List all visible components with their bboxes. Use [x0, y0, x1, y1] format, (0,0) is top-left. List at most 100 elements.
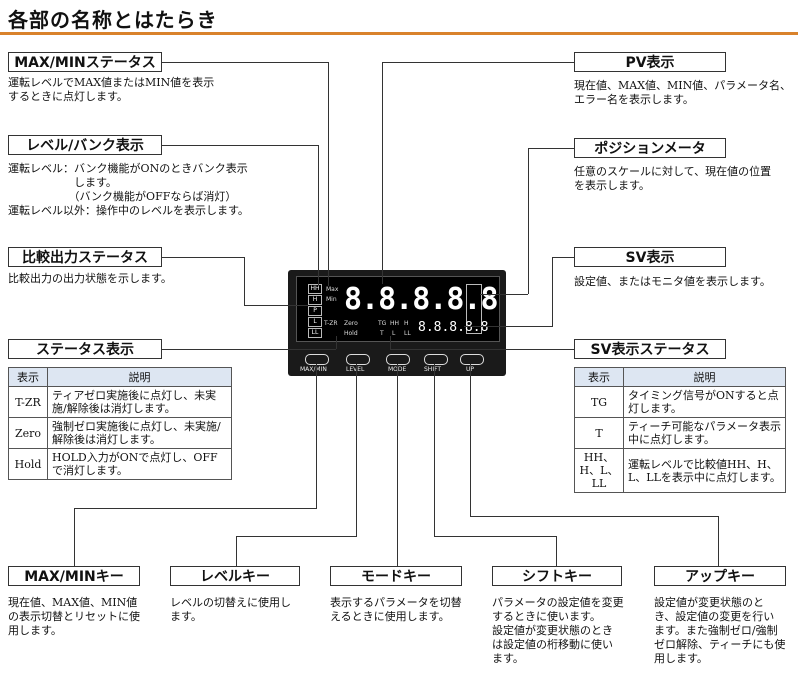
- sv-indicator-hh: HH: [390, 320, 400, 327]
- label-sv: SV表示: [574, 247, 726, 267]
- leader-maxmin-key: [74, 508, 317, 509]
- desc-maxmin-status: 運転レベルでMAX値またはMIN値を表示 するときに点灯します。: [8, 76, 215, 103]
- label-pv: PV表示: [574, 52, 726, 72]
- indicator-hh: HH: [308, 284, 322, 294]
- sv-indicator-t: T: [380, 330, 384, 337]
- status-table-desc: 強制ゼロ実施後に点灯し、未実施/解除後は消灯します。: [47, 417, 232, 449]
- sv-indicator-ll: LL: [404, 330, 411, 337]
- label-sv-status: SV表示ステータス: [574, 339, 726, 359]
- leader-up-key: [718, 516, 719, 566]
- leader-sv: [552, 257, 574, 258]
- desc-pv: 現在値、MAX値、MIN値、パラメータ名、 エラー名を表示します。: [574, 79, 791, 106]
- leader-level-key: [236, 536, 237, 566]
- desc-sv: 設定値、またはモニタ値を表示します。: [574, 275, 771, 288]
- leader-level-bank: [318, 145, 319, 285]
- leader-level-bank: [162, 145, 319, 146]
- leader-mode-key: [397, 364, 398, 566]
- leader-pv: [382, 62, 383, 284]
- status-indicator-tzr: T-ZR: [324, 320, 338, 327]
- desc-maxmin-key: 現在値、MAX値、MIN値 の表示切替とリセットに使 用します。: [8, 596, 140, 637]
- status-table-key: Hold: [8, 448, 48, 480]
- label-up-key: アップキー: [654, 566, 786, 586]
- label-level-key: レベルキー: [170, 566, 300, 586]
- leader-maxmin-status: [162, 62, 329, 63]
- sv-table-desc: ティーチ可能なパラメータ表示中に点灯します。: [623, 417, 786, 449]
- desc-position-meter: 任意のスケールに対して、現在値の位置 を表示します。: [574, 165, 772, 192]
- label-level-bank: レベル/バンク表示: [8, 135, 162, 155]
- leader-level-key: [356, 364, 357, 536]
- page-title: 各部の名称とはたらき: [8, 8, 218, 32]
- maxmin-key-label: MAX/MIN: [300, 366, 327, 373]
- pv-display: 8.8.8.8.8: [344, 282, 499, 317]
- label-maxmin-status: MAX/MINステータス: [8, 52, 162, 72]
- leader-shift-key: [556, 536, 557, 566]
- leader-shift-key: [434, 536, 556, 537]
- sv-table-key: TG: [574, 386, 624, 418]
- title-rule: [0, 32, 798, 35]
- sv-indicator-l: L: [392, 330, 396, 337]
- mode-key-button[interactable]: [386, 354, 410, 365]
- sv-indicator-tg: TG: [378, 320, 387, 327]
- leader-level-key: [236, 536, 357, 537]
- leader-sv-status: [390, 349, 574, 350]
- desc-level-key: レベルの切替えに使用し ます。: [170, 596, 291, 623]
- status-table-desc: HOLD入力がONで点灯し、OFFで消灯します。: [47, 448, 232, 480]
- sv-display: 8.8.8.8.8: [418, 320, 489, 335]
- status-table-key: Zero: [8, 417, 48, 449]
- desc-compare-status: 比較出力の出力状態を示します。: [8, 272, 172, 285]
- label-status-display: ステータス表示: [8, 339, 162, 359]
- leader-up-key: [470, 516, 718, 517]
- leader-compare-status: [244, 257, 245, 305]
- min-indicator: Min: [326, 296, 337, 303]
- shift-key-label: SHIFT: [424, 366, 442, 373]
- status-indicator-hold: Hold: [344, 330, 358, 337]
- leader-maxmin-key: [74, 508, 75, 566]
- maxmin-key-button[interactable]: [305, 354, 329, 365]
- leader-sv: [464, 326, 553, 327]
- leader-sv: [552, 257, 553, 327]
- sv-table-key: HH、H、L、LL: [574, 448, 624, 493]
- label-maxmin-key: MAX/MINキー: [8, 566, 140, 586]
- sv-indicator-h: H: [404, 320, 409, 327]
- leader-up-key: [470, 364, 471, 516]
- leader-maxmin-key: [316, 364, 317, 508]
- label-mode-key: モードキー: [330, 566, 462, 586]
- status-indicator-zero: Zero: [344, 320, 358, 327]
- label-compare-status: 比較出力ステータス: [8, 247, 162, 267]
- up-key-button[interactable]: [460, 354, 484, 365]
- indicator-ll: LL: [308, 328, 322, 338]
- sv-table-header-desc: 説明: [623, 367, 786, 387]
- desc-mode-key: 表示するパラメータを切替 えるときに使用します。: [330, 596, 462, 623]
- max-indicator: Max: [326, 286, 339, 293]
- leader-position-meter: [480, 294, 528, 295]
- leader-pv: [382, 62, 574, 63]
- status-table-key: T-ZR: [8, 386, 48, 418]
- shift-key-button[interactable]: [424, 354, 448, 365]
- indicator-l: L: [308, 317, 322, 327]
- leader-maxmin-status: [328, 62, 329, 286]
- level-key-button[interactable]: [346, 354, 370, 365]
- status-table-header-key: 表示: [8, 367, 48, 387]
- leader-sv-status: [390, 336, 391, 349]
- position-meter: [466, 284, 482, 334]
- sv-table-desc: タイミング信号がONすると点灯します。: [623, 386, 786, 418]
- leader-compare-status: [162, 257, 244, 258]
- desc-shift-key: パラメータの設定値を変更 するときに使います。 設定値が変更状態のとき は設定値…: [492, 596, 624, 665]
- sv-table-key: T: [574, 417, 624, 449]
- label-position-meter: ポジションメータ: [574, 138, 726, 158]
- leader-position-meter: [528, 148, 574, 149]
- leader-status-display: [162, 349, 336, 350]
- sv-table-header-key: 表示: [574, 367, 624, 387]
- leader-position-meter: [528, 148, 529, 294]
- leader-status-display: [336, 336, 337, 349]
- desc-up-key: 設定値が変更状態のと き、設定値の変更を行い ます。また強制ゼロ/強制 ゼロ解除…: [654, 596, 786, 665]
- indicator-h: H: [308, 295, 322, 305]
- leader-shift-key: [434, 364, 435, 536]
- leader-compare-status: [244, 305, 308, 306]
- status-table-desc: ティアゼロ実施後に点灯し、未実施/解除後は消灯します。: [47, 386, 232, 418]
- desc-level-bank: 運転レベル：バンク機能がONのときバンク表示 します。 （バンク機能がOFFなら…: [8, 162, 249, 217]
- level-key-label: LEVEL: [346, 366, 364, 373]
- label-shift-key: シフトキー: [492, 566, 622, 586]
